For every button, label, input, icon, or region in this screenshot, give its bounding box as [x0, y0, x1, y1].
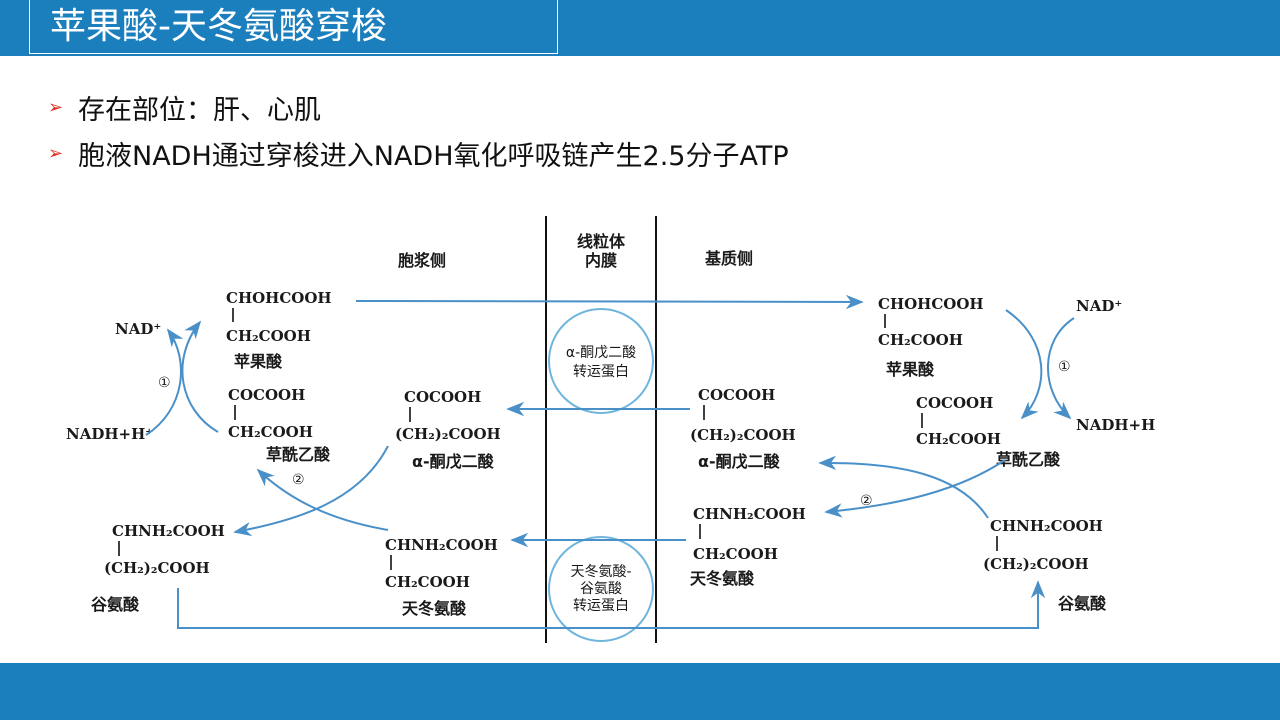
- left-akg-to-glu-arrow: [233, 445, 389, 537]
- left-nadh-to-nad-arrow: [145, 328, 184, 436]
- asp-glu-carrier-label-3: 转运蛋白: [573, 598, 629, 614]
- left-glu-line1: CHNH₂COOH: [112, 522, 225, 540]
- bullet-item: ➢ 胞液NADH通过穿梭进入NADH氧化呼吸链产生2.5分子ATP: [48, 130, 789, 176]
- slide-title: 苹果酸-天冬氨酸穿梭: [50, 6, 387, 47]
- right-step1: ①: [1058, 359, 1071, 375]
- akg-carrier-circle: [548, 308, 654, 414]
- right-malate-to-oaa-arrow: [1005, 309, 1043, 420]
- right-nadh: NADH+H: [1076, 416, 1155, 434]
- bullet-text: 胞液NADH通过穿梭进入NADH氧化呼吸链产生2.5分子ATP: [78, 140, 789, 172]
- header-membrane-1: 线粒体: [577, 232, 626, 251]
- right-nad-to-nadh-arrow: [1047, 317, 1075, 420]
- right-nad: NAD⁺: [1076, 297, 1122, 315]
- left-nadh: NADH+H⁺: [66, 425, 153, 443]
- left-glu-name: 谷氨酸: [91, 595, 140, 614]
- right-glu-name: 谷氨酸: [1058, 594, 1107, 613]
- left-oaa-to-malate-arrow: [181, 320, 219, 433]
- right-oaa-line2: CH₂COOH: [916, 430, 1001, 448]
- right-oaa-line1: COCOOH: [916, 394, 993, 412]
- title-box: [29, 0, 558, 54]
- left-step1: ①: [158, 375, 171, 391]
- right-akg-line1: COCOOH: [698, 386, 775, 404]
- malate-transport-arrow: [355, 294, 864, 310]
- bullet-arrow-icon: ➢: [48, 142, 64, 164]
- right-glu-line1: CHNH₂COOH: [990, 517, 1103, 535]
- left-asp-name: 天冬氨酸: [402, 599, 467, 618]
- left-asp-to-oaa-arrow: [256, 468, 389, 531]
- right-step2: ②: [860, 493, 873, 509]
- left-malate-line1: CHOHCOOH: [226, 289, 332, 307]
- bullet-item: ➢ 存在部位：肝、心肌: [48, 84, 789, 130]
- left-asp-line1: CHNH₂COOH: [385, 536, 498, 554]
- right-malate-name: 苹果酸: [886, 360, 935, 379]
- right-malate-line2: CH₂COOH: [878, 331, 963, 349]
- left-akg-line1: COCOOH: [404, 388, 481, 406]
- bullet-arrow-icon: ➢: [48, 96, 64, 118]
- bullet-list: ➢ 存在部位：肝、心肌 ➢ 胞液NADH通过穿梭进入NADH氧化呼吸链产生2.5…: [48, 84, 789, 176]
- left-step2: ②: [292, 472, 305, 488]
- bottom-bar: [0, 663, 1280, 720]
- right-oaa-name: 草酰乙酸: [996, 450, 1061, 469]
- header-membrane-2: 内膜: [585, 251, 617, 270]
- akg-carrier-label-1: α-酮戊二酸: [566, 345, 636, 361]
- left-akg-name: α-酮戊二酸: [412, 452, 495, 471]
- left-malate-line2: CH₂COOH: [226, 327, 311, 345]
- right-asp-line1: CHNH₂COOH: [693, 505, 806, 523]
- akg-carrier-label-2: 转运蛋白: [573, 364, 629, 380]
- right-oaa-to-asp-arrow: [824, 459, 1006, 518]
- left-akg-line2: (CH₂)₂COOH: [395, 425, 501, 443]
- asp-glu-carrier-label-1: 天冬氨酸-: [570, 564, 631, 580]
- left-asp-line2: CH₂COOH: [385, 573, 470, 591]
- left-nad: NAD⁺: [115, 320, 161, 338]
- right-akg-name: α-酮戊二酸: [698, 452, 781, 471]
- glu-transport-arrow: [177, 580, 1046, 629]
- asp-glu-carrier-label-2: 谷氨酸: [580, 581, 622, 597]
- right-asp-line2: CH₂COOH: [693, 545, 778, 563]
- header-cytosol: 胞浆侧: [397, 251, 446, 270]
- right-malate-line1: CHOHCOOH: [878, 295, 984, 313]
- left-oaa-name: 草酰乙酸: [266, 445, 331, 464]
- bullet-text: 存在部位：肝、心肌: [78, 94, 321, 126]
- right-akg-line2: (CH₂)₂COOH: [690, 426, 796, 444]
- right-glu-line2: (CH₂)₂COOH: [983, 555, 1089, 573]
- header-matrix: 基质侧: [704, 249, 753, 268]
- right-asp-name: 天冬氨酸: [690, 569, 755, 588]
- left-oaa-line1: COCOOH: [228, 386, 305, 404]
- asp-glu-carrier-circle: [548, 536, 654, 642]
- left-malate-name: 苹果酸: [234, 352, 283, 371]
- right-glu-to-akg-arrow: [818, 455, 989, 519]
- left-glu-line2: (CH₂)₂COOH: [104, 559, 210, 577]
- left-oaa-line2: CH₂COOH: [228, 423, 313, 441]
